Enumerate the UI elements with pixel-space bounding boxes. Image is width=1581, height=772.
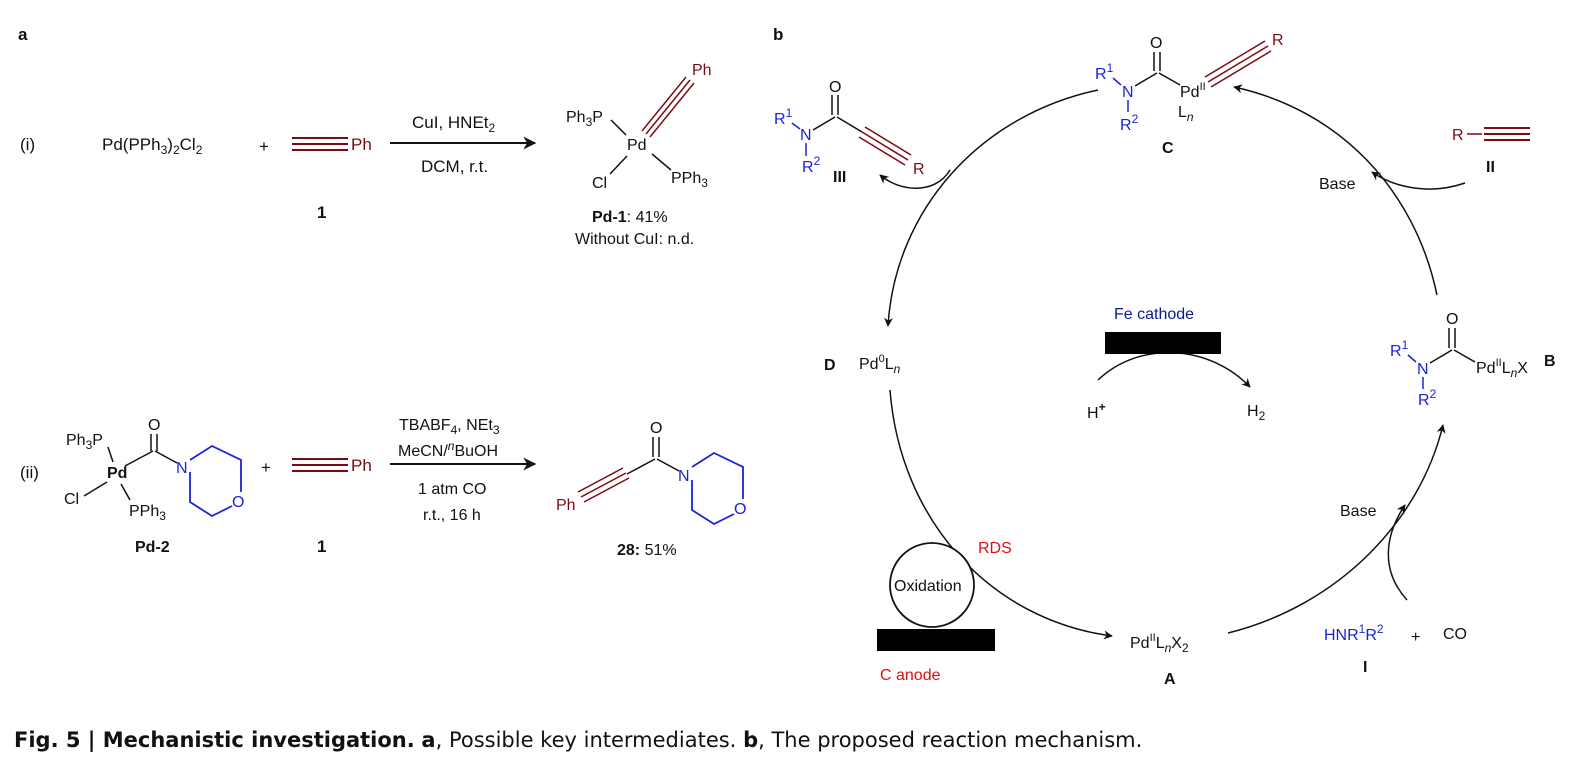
svg-text:R2: R2 xyxy=(1418,387,1437,409)
svg-text:O: O xyxy=(734,501,746,518)
svg-text:R: R xyxy=(1272,32,1284,49)
svg-text:O: O xyxy=(1446,311,1458,328)
svg-text:D: D xyxy=(824,357,836,374)
svg-text:N: N xyxy=(678,468,690,485)
svg-text:N: N xyxy=(800,127,812,144)
svg-text:R1: R1 xyxy=(1390,338,1409,360)
svg-text:Fe cathode: Fe cathode xyxy=(1114,306,1194,323)
svg-text:HNR1R2: HNR1R2 xyxy=(1324,622,1384,644)
svg-text:R2: R2 xyxy=(802,154,821,176)
svg-text:C anode: C anode xyxy=(880,667,941,684)
alkyne-ph-label: Ph xyxy=(351,135,372,154)
base-top-label: Base xyxy=(1319,176,1356,193)
panel-b-label: b xyxy=(773,25,783,44)
svg-text:PdIILnX2: PdIILnX2 xyxy=(1130,632,1189,655)
svg-text:1: 1 xyxy=(317,537,326,556)
catalytic-cycle xyxy=(879,84,1466,640)
phenylacetylene-1 xyxy=(292,137,348,151)
pd1-cl: Cl xyxy=(592,175,607,192)
species-C: R1 N R2 O PdII Ln R C xyxy=(1095,32,1284,157)
pd-1-structure: Ph3P Pd Cl PPh3 Ph Pd-1: 41% Without CuI… xyxy=(566,62,712,248)
svg-text:B: B xyxy=(1544,353,1556,370)
product-28-structure: Ph O N O 28: 51% xyxy=(556,420,746,559)
reaction-i-condition-top: CuI, HNEt2 xyxy=(412,113,496,135)
reaction-ii: (ii) Ph3P Pd Cl PPh3 O N O Pd-2 + Ph xyxy=(20,417,746,559)
c-anode: Oxidation C anode RDS xyxy=(877,540,1012,684)
svg-text:O: O xyxy=(650,420,662,437)
svg-text:TBABF4, NEt3: TBABF4, NEt3 xyxy=(399,417,500,437)
reaction-ii-number: (ii) xyxy=(20,463,39,482)
fe-cathode: Fe cathode H+ H2 xyxy=(1087,306,1266,423)
panel-a-label: a xyxy=(18,25,28,44)
svg-text:R: R xyxy=(1452,127,1464,144)
rds-label: RDS xyxy=(978,540,1012,557)
svg-text:N: N xyxy=(1122,84,1134,101)
svg-text:PdIILnX: PdIILnX xyxy=(1476,357,1528,380)
svg-text:H2: H2 xyxy=(1247,403,1266,423)
svg-text:O: O xyxy=(148,417,160,434)
svg-text:I: I xyxy=(1363,659,1367,676)
svg-text:A: A xyxy=(1164,671,1176,688)
svg-text:Ph: Ph xyxy=(556,497,576,514)
svg-text:r.t., 16 h: r.t., 16 h xyxy=(423,507,481,524)
svg-text:Oxidation: Oxidation xyxy=(894,578,962,595)
svg-text:R1: R1 xyxy=(774,106,793,128)
pd2-name: Pd-2 xyxy=(135,539,170,556)
svg-text:Pd: Pd xyxy=(107,465,127,482)
svg-text:Ph: Ph xyxy=(351,456,372,475)
species-D: D Pd0Ln xyxy=(824,353,901,376)
catalyst-pd-pph3-2-cl2: Pd(PPh3)2Cl2 xyxy=(102,135,203,157)
svg-text:N: N xyxy=(176,460,188,477)
svg-text:+: + xyxy=(1411,629,1420,646)
pd1-pph3: PPh3 xyxy=(671,170,708,190)
svg-text:R2: R2 xyxy=(1120,112,1139,134)
species-I: HNR1R2 + CO I xyxy=(1324,622,1467,676)
species-A: PdIILnX2 A xyxy=(1130,632,1189,688)
svg-text:R1: R1 xyxy=(1095,61,1114,83)
pd1-note: Without CuI: n.d. xyxy=(575,231,694,248)
pd1-ph3p: Ph3P xyxy=(566,109,603,129)
reaction-i-condition-bottom: DCM, r.t. xyxy=(421,157,488,176)
figure-caption: Fig. 5 | Mechanistic investigation. a, P… xyxy=(14,728,1143,752)
pd-2-structure: Ph3P Pd Cl PPh3 O N O Pd-2 xyxy=(64,417,244,556)
svg-text:R: R xyxy=(913,161,925,178)
svg-text:Pd0Ln: Pd0Ln xyxy=(859,353,901,376)
svg-text:O: O xyxy=(829,79,841,96)
svg-text:Cl: Cl xyxy=(64,491,79,508)
pd1-ph: Ph xyxy=(692,62,712,79)
alkyne-compound-number: 1 xyxy=(317,203,326,222)
species-II: R II xyxy=(1452,127,1530,176)
pd1-yield: Pd-1: 41% xyxy=(592,209,668,226)
svg-text:N: N xyxy=(1417,361,1429,378)
svg-text:III: III xyxy=(833,169,846,186)
svg-text:O: O xyxy=(1150,35,1162,52)
svg-text:Ph3P: Ph3P xyxy=(66,432,103,452)
svg-text:MeCN/nBuOH: MeCN/nBuOH xyxy=(398,439,498,460)
svg-text:H+: H+ xyxy=(1087,400,1106,422)
svg-text:PPh3: PPh3 xyxy=(129,503,166,523)
pd1-metal: Pd xyxy=(627,137,647,154)
svg-text:C: C xyxy=(1162,140,1174,157)
svg-text:1 atm CO: 1 atm CO xyxy=(418,481,486,498)
svg-text:O: O xyxy=(232,494,244,511)
svg-text:PdII: PdII xyxy=(1180,81,1206,101)
base-bottom-label: Base xyxy=(1340,503,1377,520)
plus-sign-ii: + xyxy=(261,458,271,477)
reaction-i: (i) Pd(PPh3)2Cl2 + Ph 1 CuI, HNEt2 DCM, … xyxy=(20,62,712,248)
reaction-i-number: (i) xyxy=(20,135,35,154)
plus-sign-i: + xyxy=(259,137,269,156)
species-B: R1 N R2 O PdIILnX B xyxy=(1390,311,1556,409)
svg-text:Ln: Ln xyxy=(1178,104,1194,124)
svg-text:II: II xyxy=(1486,159,1495,176)
product-28-yield: 28: 51% xyxy=(617,542,677,559)
svg-text:CO: CO xyxy=(1443,626,1467,643)
species-III: R1 N R2 O R III xyxy=(774,79,925,186)
